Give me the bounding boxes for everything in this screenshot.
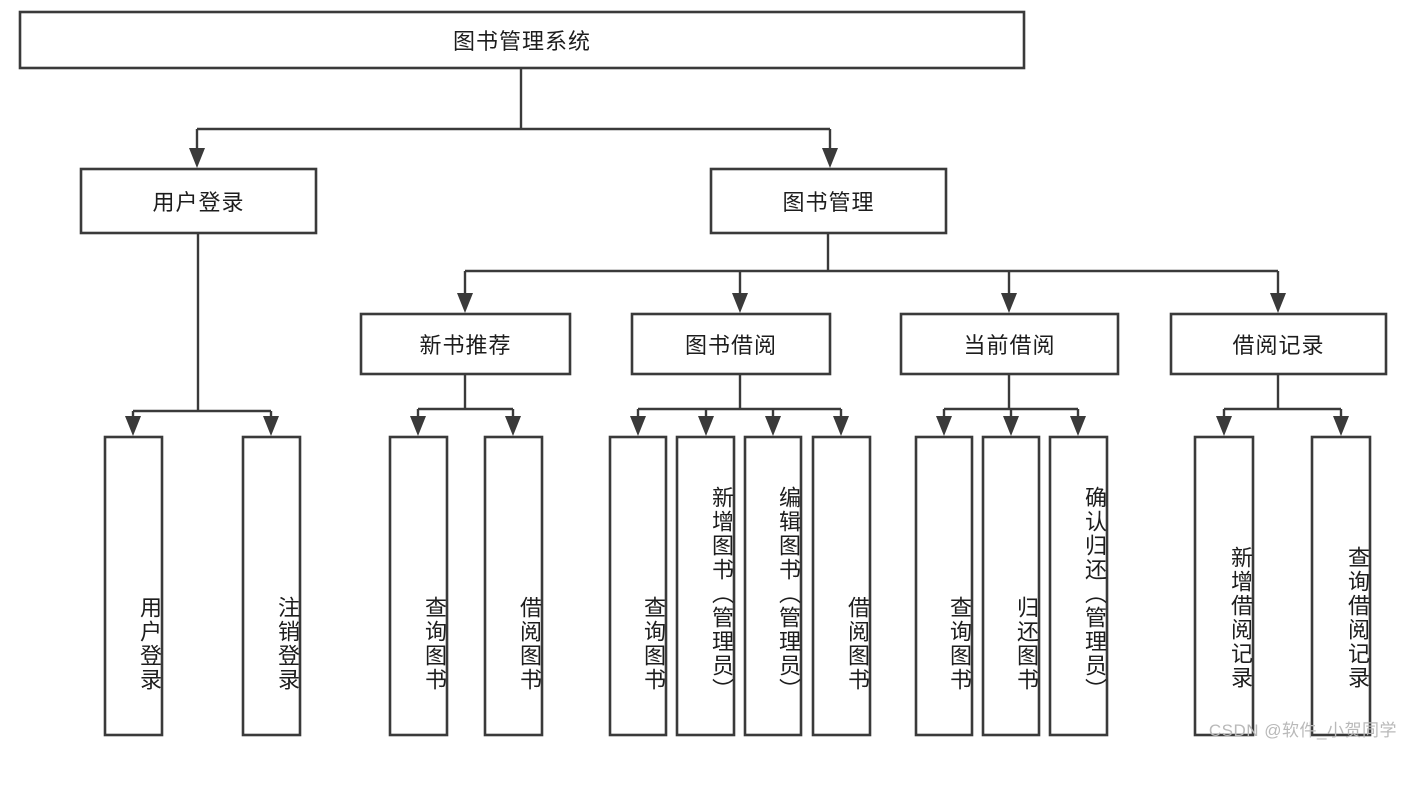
- arrow-head-icon: [1216, 416, 1232, 436]
- leaf-borrow-record-0[interactable]: [1193, 435, 1255, 737]
- leaf-current-borrow-2[interactable]: [1048, 435, 1109, 737]
- leaf-book-borrow-1[interactable]: [675, 435, 736, 737]
- arrow-head-icon: [732, 293, 748, 313]
- arrow-head-icon: [936, 416, 952, 436]
- node-book-manage[interactable]: [709, 167, 948, 235]
- connector-group-current-borrow: [936, 374, 1086, 436]
- leaf-current-borrow-1[interactable]: [981, 435, 1041, 737]
- connector-group-borrow-record: [1216, 374, 1349, 436]
- leaf-borrow-record-1[interactable]: [1310, 435, 1372, 737]
- node-book-borrow[interactable]: [630, 312, 832, 376]
- leaf-user-login-1[interactable]: [241, 435, 302, 737]
- arrow-head-icon: [125, 416, 141, 436]
- arrow-head-icon: [263, 416, 279, 436]
- arrow-head-icon: [1001, 293, 1017, 313]
- leaf-user-login-0[interactable]: [103, 435, 164, 737]
- connector-group-book-borrow: [630, 374, 849, 436]
- arrow-head-icon: [1070, 416, 1086, 436]
- arrow-head-icon: [189, 148, 205, 168]
- connector-group-user-login: [125, 233, 279, 436]
- arrow-head-icon: [630, 416, 646, 436]
- connector-group-root: [189, 68, 838, 168]
- arrow-head-icon: [457, 293, 473, 313]
- leaf-book-borrow-3[interactable]: [811, 435, 872, 737]
- arrow-head-icon: [833, 416, 849, 436]
- arrow-head-icon: [1270, 293, 1286, 313]
- connector-group-book-manage: [457, 233, 1286, 313]
- arrow-head-icon: [505, 416, 521, 436]
- node-root[interactable]: [18, 10, 1026, 70]
- arrow-head-icon: [410, 416, 426, 436]
- arrow-head-icon: [1333, 416, 1349, 436]
- functional-structure-diagram: 图书管理系统 用户登录 图书管理 新书推荐 图书借阅 当前借阅 借阅记录 用户登…: [18, 10, 1397, 740]
- leaf-book-borrow-2[interactable]: [743, 435, 803, 737]
- node-borrow-record[interactable]: [1169, 312, 1388, 376]
- node-user-login[interactable]: [79, 167, 318, 235]
- leaf-new-book-0[interactable]: [388, 435, 449, 737]
- arrow-head-icon: [1003, 416, 1019, 436]
- connector-group-new-book: [410, 374, 521, 436]
- leaf-new-book-1[interactable]: [483, 435, 544, 737]
- node-new-book-recommend[interactable]: [359, 312, 572, 376]
- leaf-current-borrow-0[interactable]: [914, 435, 974, 737]
- node-current-borrow[interactable]: [899, 312, 1120, 376]
- arrow-head-icon: [765, 416, 781, 436]
- leaf-book-borrow-0[interactable]: [608, 435, 668, 737]
- arrow-head-icon: [822, 148, 838, 168]
- tree-svg-canvas: [18, 10, 1388, 737]
- arrow-head-icon: [698, 416, 714, 436]
